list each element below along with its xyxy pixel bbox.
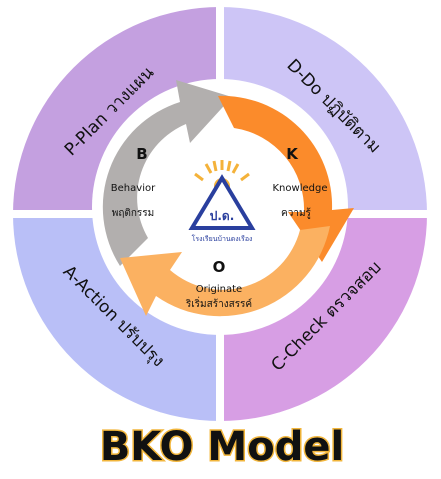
b-label-en: Behavior	[111, 183, 156, 194]
o-letter: O	[213, 258, 226, 276]
logo-initials: ป.ด.	[210, 209, 235, 223]
k-letter: K	[286, 145, 299, 163]
school-logo: ป.ด. โรงเรียนบ้านดงเรือง	[170, 146, 274, 250]
o-arrow	[120, 226, 330, 317]
k-arrow	[218, 95, 354, 263]
k-label-th: ความรู้	[281, 207, 312, 219]
b-label-th: พฤติกรรม	[112, 208, 155, 219]
o-label-en: Originate	[196, 284, 242, 295]
k-label-en: Knowledge	[273, 183, 328, 194]
b-letter: B	[136, 145, 147, 163]
b-arrow	[102, 80, 232, 266]
sun-rays-icon	[194, 160, 250, 182]
page-title: BKO Model	[100, 424, 344, 470]
o-label-th: ริเริ่มสร้างสรรค์	[185, 296, 252, 310]
logo-caption: โรงเรียนบ้านดงเรือง	[192, 234, 253, 243]
triangle-emblem	[188, 174, 256, 230]
